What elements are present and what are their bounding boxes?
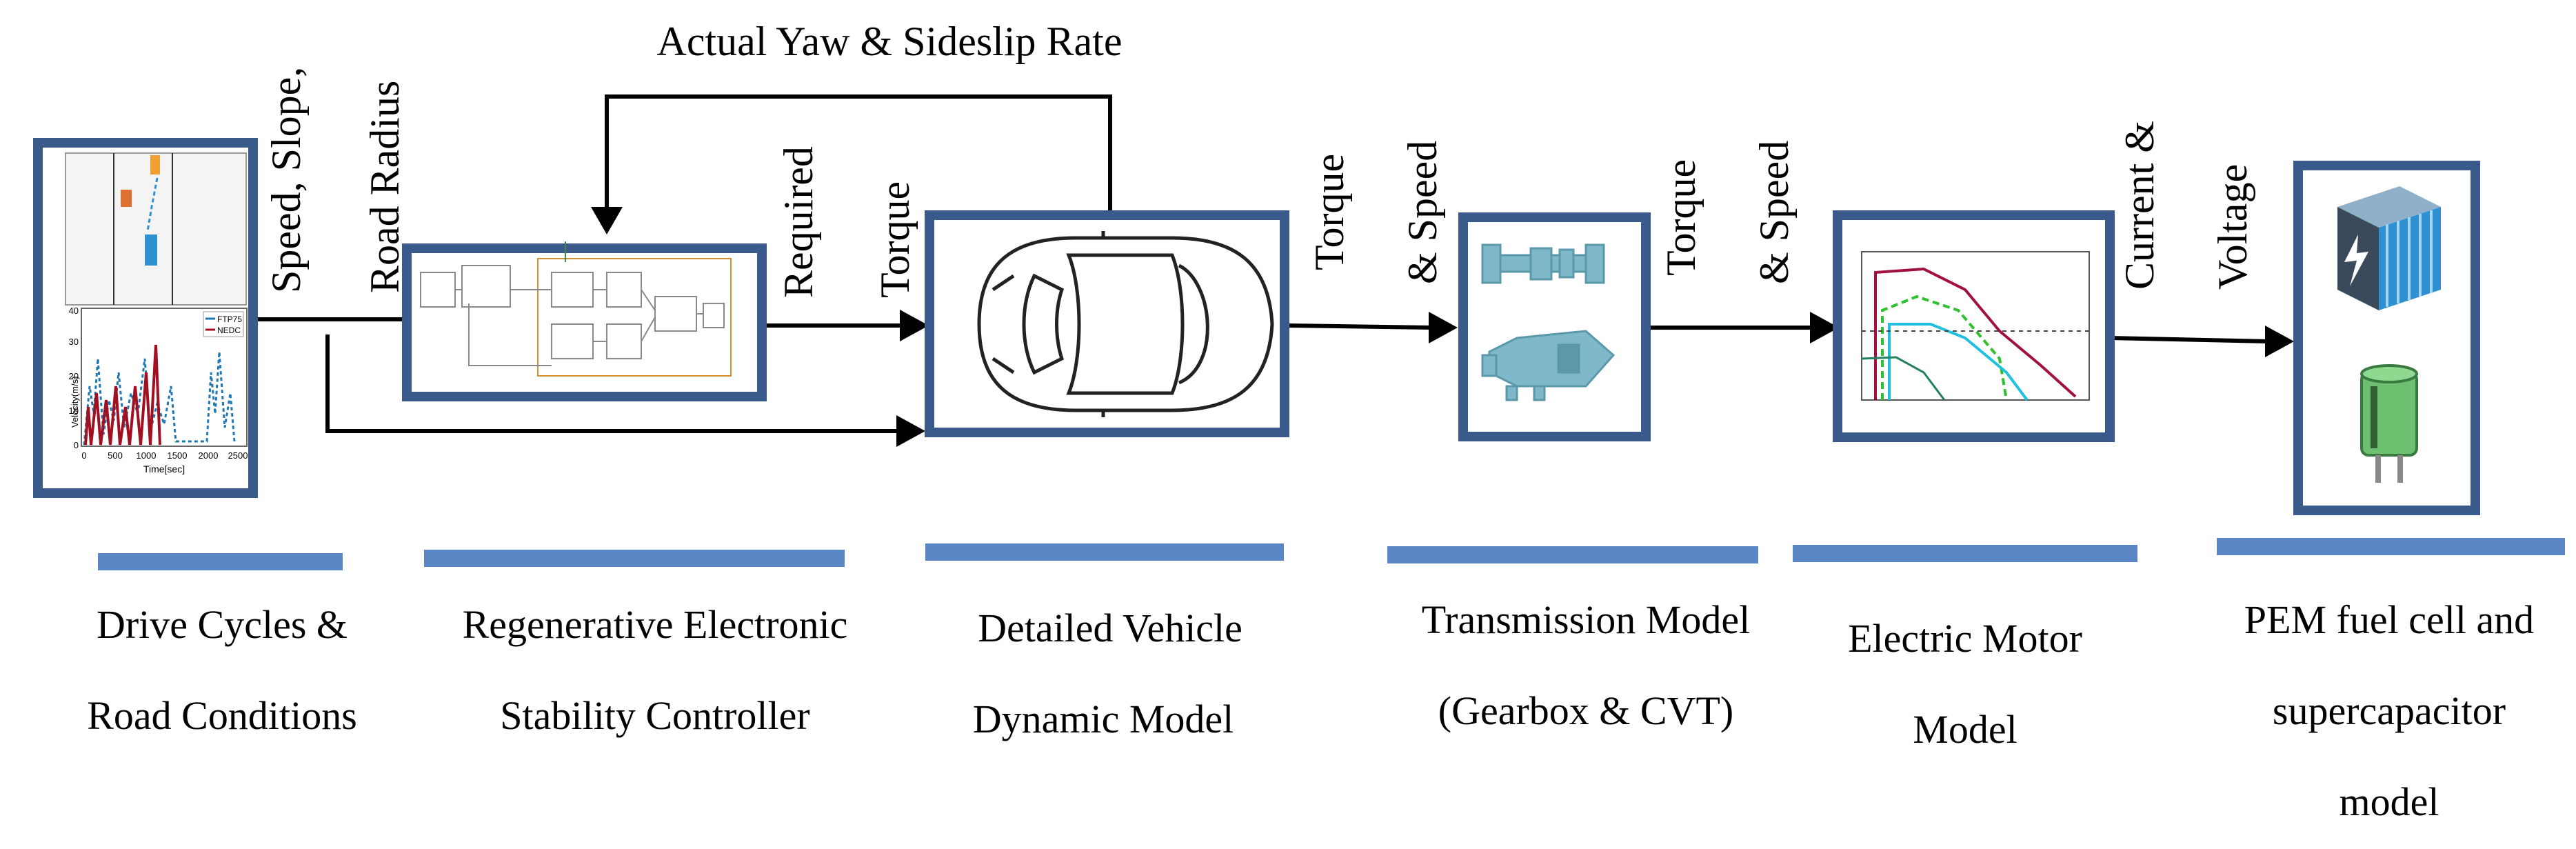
caption-bar xyxy=(925,543,1284,561)
signal-labels: Actual Yaw & Sideslip Rate Speed, Slope,… xyxy=(263,19,2255,298)
battery-icon xyxy=(2337,186,2441,310)
car-icon xyxy=(977,231,1274,417)
drive-caption-1: Drive Cycles & xyxy=(97,602,348,647)
drive-cycles-block: FTP75 NEDC Velocity(m/s) 0 10 20 30 40 0… xyxy=(33,138,258,498)
x-tick: 500 xyxy=(108,450,123,461)
y-tick: 30 xyxy=(69,337,79,347)
transmission-torque-label: Torque xyxy=(1658,159,1704,276)
motor-caption-1: Electric Motor xyxy=(1848,616,2082,661)
caption-bar xyxy=(1387,546,1758,563)
cvt-icon xyxy=(1481,330,1616,401)
caption-bar xyxy=(2217,538,2565,555)
arrowhead xyxy=(2265,326,2294,357)
x-tick: 2500 xyxy=(228,450,248,461)
motor-caption-2: Model xyxy=(1913,707,2017,752)
arrowhead xyxy=(900,310,929,341)
power-caption-3: model xyxy=(2339,779,2439,824)
transmission-caption-2: (Gearbox & CVT) xyxy=(1438,688,1733,733)
nedc-series xyxy=(84,344,161,446)
current-label: Current & xyxy=(2117,121,2162,290)
feedback-loop xyxy=(605,94,1112,214)
block-diagram-icon xyxy=(420,241,732,377)
x-ticks: 0 500 1000 1500 2000 2500 xyxy=(81,450,248,461)
controller-block xyxy=(402,241,767,401)
x-tick: 1500 xyxy=(168,450,188,461)
vehicle-block xyxy=(925,210,1289,437)
transmission-speed-label: & Speed xyxy=(1751,141,1797,284)
transmission-block xyxy=(1458,212,1651,441)
vehicle-caption-1: Detailed Vehicle xyxy=(978,606,1242,650)
y-tick: 10 xyxy=(69,406,79,416)
arrow-vehicle-to-transmission xyxy=(1289,323,1435,330)
power-caption-2: supercapacitor xyxy=(2273,688,2506,733)
x-axis-label: Time[sec] xyxy=(143,463,185,475)
caption-bar xyxy=(1793,545,2137,562)
y-tick: 0 xyxy=(74,440,79,450)
power-block xyxy=(2293,161,2480,515)
block-captions: Drive Cycles & Road Conditions Regenerat… xyxy=(87,597,2534,824)
y-axis-label: Velocity(m/s) xyxy=(70,377,80,428)
legend-ftp75: FTP75 xyxy=(217,314,242,324)
vehicle-speed-label: & Speed xyxy=(1400,141,1445,284)
y-tick: 20 xyxy=(69,371,79,381)
connections xyxy=(255,94,2294,447)
controller-caption-2: Stability Controller xyxy=(500,693,809,738)
drive-signal-2: Road Radius xyxy=(362,81,407,293)
required-label: Required xyxy=(776,146,821,298)
arrowhead xyxy=(1429,312,1458,343)
vehicle-torque-label: Torque xyxy=(1307,154,1352,270)
y-ticks: 0 10 20 30 40 xyxy=(69,306,79,450)
arrowhead xyxy=(896,415,925,447)
legend-nedc: NEDC xyxy=(217,326,241,335)
motor-map-icon xyxy=(1861,251,2090,401)
vehicle-caption-2: Dynamic Model xyxy=(973,697,1234,741)
x-tick: 1000 xyxy=(137,450,157,461)
arrow-drive-to-vehicle xyxy=(325,334,896,433)
caption-bars xyxy=(98,538,2565,570)
arrowhead xyxy=(591,207,623,234)
arrowhead xyxy=(1810,312,1839,343)
y-tick: 40 xyxy=(69,306,79,316)
mini-chart-icon xyxy=(65,152,247,306)
required-torque-label: Torque xyxy=(872,181,918,298)
gearbox-icon xyxy=(1481,243,1605,284)
drive-signal-1: Speed, Slope, xyxy=(263,67,309,293)
controller-caption-1: Regenerative Electronic xyxy=(463,602,848,647)
caption-bar xyxy=(98,553,343,570)
x-tick: 2000 xyxy=(199,450,219,461)
drive-caption-2: Road Conditions xyxy=(87,693,357,738)
velocity-chart: FTP75 NEDC Velocity(m/s) 0 10 20 30 40 0… xyxy=(69,306,248,475)
motor-block xyxy=(1833,210,2115,442)
power-caption-1: PEM fuel cell and xyxy=(2244,597,2534,642)
arrow-motor-to-power xyxy=(2109,336,2269,343)
x-tick: 0 xyxy=(81,450,86,461)
transmission-caption-1: Transmission Model xyxy=(1422,597,1750,642)
capacitor-icon xyxy=(2360,364,2418,483)
feedback-label: Actual Yaw & Sideslip Rate xyxy=(657,19,1123,64)
voltage-label: Voltage xyxy=(2210,164,2255,290)
caption-bar xyxy=(424,550,845,567)
